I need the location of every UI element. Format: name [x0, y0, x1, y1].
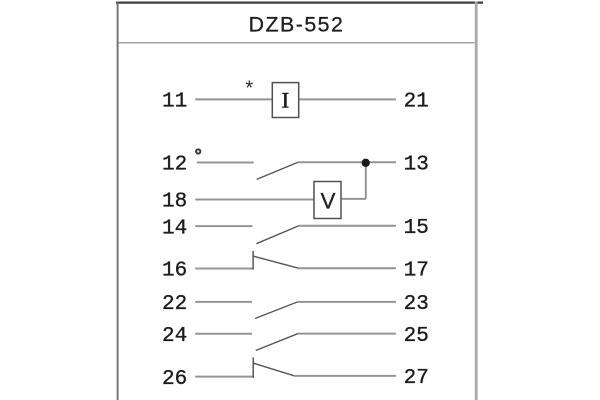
svg-text:26: 26: [162, 368, 187, 391]
svg-text:16: 16: [162, 260, 187, 283]
svg-text:17: 17: [404, 259, 429, 282]
svg-text:13: 13: [404, 154, 429, 177]
svg-text:23: 23: [404, 293, 429, 316]
svg-text:22: 22: [162, 293, 187, 316]
svg-text:V: V: [320, 188, 335, 213]
svg-text:DZB-552: DZB-552: [249, 13, 345, 37]
svg-text:11: 11: [162, 91, 187, 114]
svg-text:15: 15: [404, 217, 429, 240]
svg-text:*: *: [245, 78, 253, 100]
svg-text:12: 12: [162, 154, 187, 177]
svg-text:I: I: [282, 88, 290, 113]
svg-text:27: 27: [404, 367, 429, 390]
svg-text:14: 14: [162, 217, 187, 240]
svg-text:21: 21: [404, 91, 429, 114]
svg-text:18: 18: [162, 191, 187, 214]
svg-text:24: 24: [162, 325, 187, 348]
svg-text:25: 25: [404, 325, 429, 348]
